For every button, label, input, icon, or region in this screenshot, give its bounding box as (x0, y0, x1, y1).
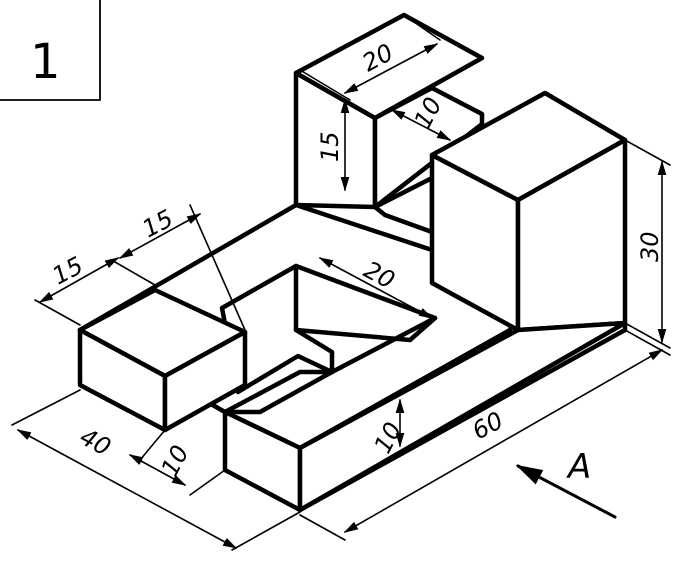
left-block-side-face (162, 329, 248, 433)
dim-front-step: 10 (156, 441, 195, 481)
view-direction-label: A (566, 447, 591, 487)
cutout-floor-edge (293, 315, 438, 343)
dim-depth: 40 (75, 423, 115, 462)
dimension-lines (11, 14, 671, 551)
figure-number: 1 (30, 34, 61, 90)
base-front-step-top (222, 369, 335, 415)
dim-right-height: 30 (636, 231, 664, 262)
figure-number-box: 1 (0, 0, 101, 101)
dim-left-top-a: 15 (48, 251, 88, 290)
dim-top-block-height: 15 (316, 131, 344, 162)
cutout-wall (293, 263, 335, 375)
dim-left-top-b: 15 (138, 204, 178, 243)
